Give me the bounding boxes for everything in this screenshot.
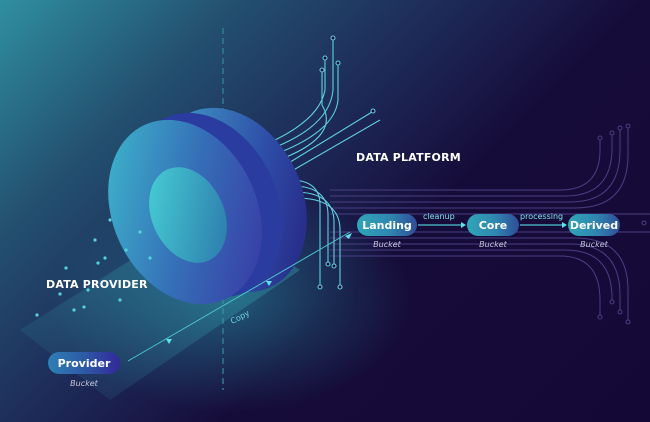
- node-sublabel: Bucket: [373, 240, 401, 249]
- processing-edge-label: processing: [520, 212, 564, 221]
- core-bucket-node[interactable]: Core: [467, 214, 519, 236]
- landing-bucket-node[interactable]: Landing: [357, 214, 417, 236]
- node-sublabel: Bucket: [479, 240, 507, 249]
- node-label: Provider: [57, 356, 111, 370]
- provider-bucket-node[interactable]: Provider: [48, 352, 120, 374]
- node-sublabel: Bucket: [580, 240, 608, 249]
- node-label: Derived: [569, 218, 619, 232]
- arrow-head-icon: [345, 233, 352, 239]
- arrow-marker-icon: [266, 281, 272, 286]
- data-particles: [35, 218, 152, 317]
- derived-bucket-node[interactable]: Derived: [568, 214, 620, 236]
- arrow-head-icon: [562, 222, 567, 228]
- node-label: Landing: [362, 218, 412, 232]
- data-provider-title: DATA PROVIDER: [46, 278, 148, 291]
- storage-ring-illustration: [108, 107, 307, 305]
- cleanup-edge-label: cleanup: [423, 212, 455, 221]
- node-label: Core: [478, 218, 508, 232]
- copy-arrow-line: [127, 231, 351, 362]
- node-sublabel: Bucket: [70, 379, 98, 388]
- arrow-marker-icon: [166, 339, 172, 344]
- data-platform-title: DATA PLATFORM: [356, 151, 461, 164]
- arrow-head-icon: [461, 222, 466, 228]
